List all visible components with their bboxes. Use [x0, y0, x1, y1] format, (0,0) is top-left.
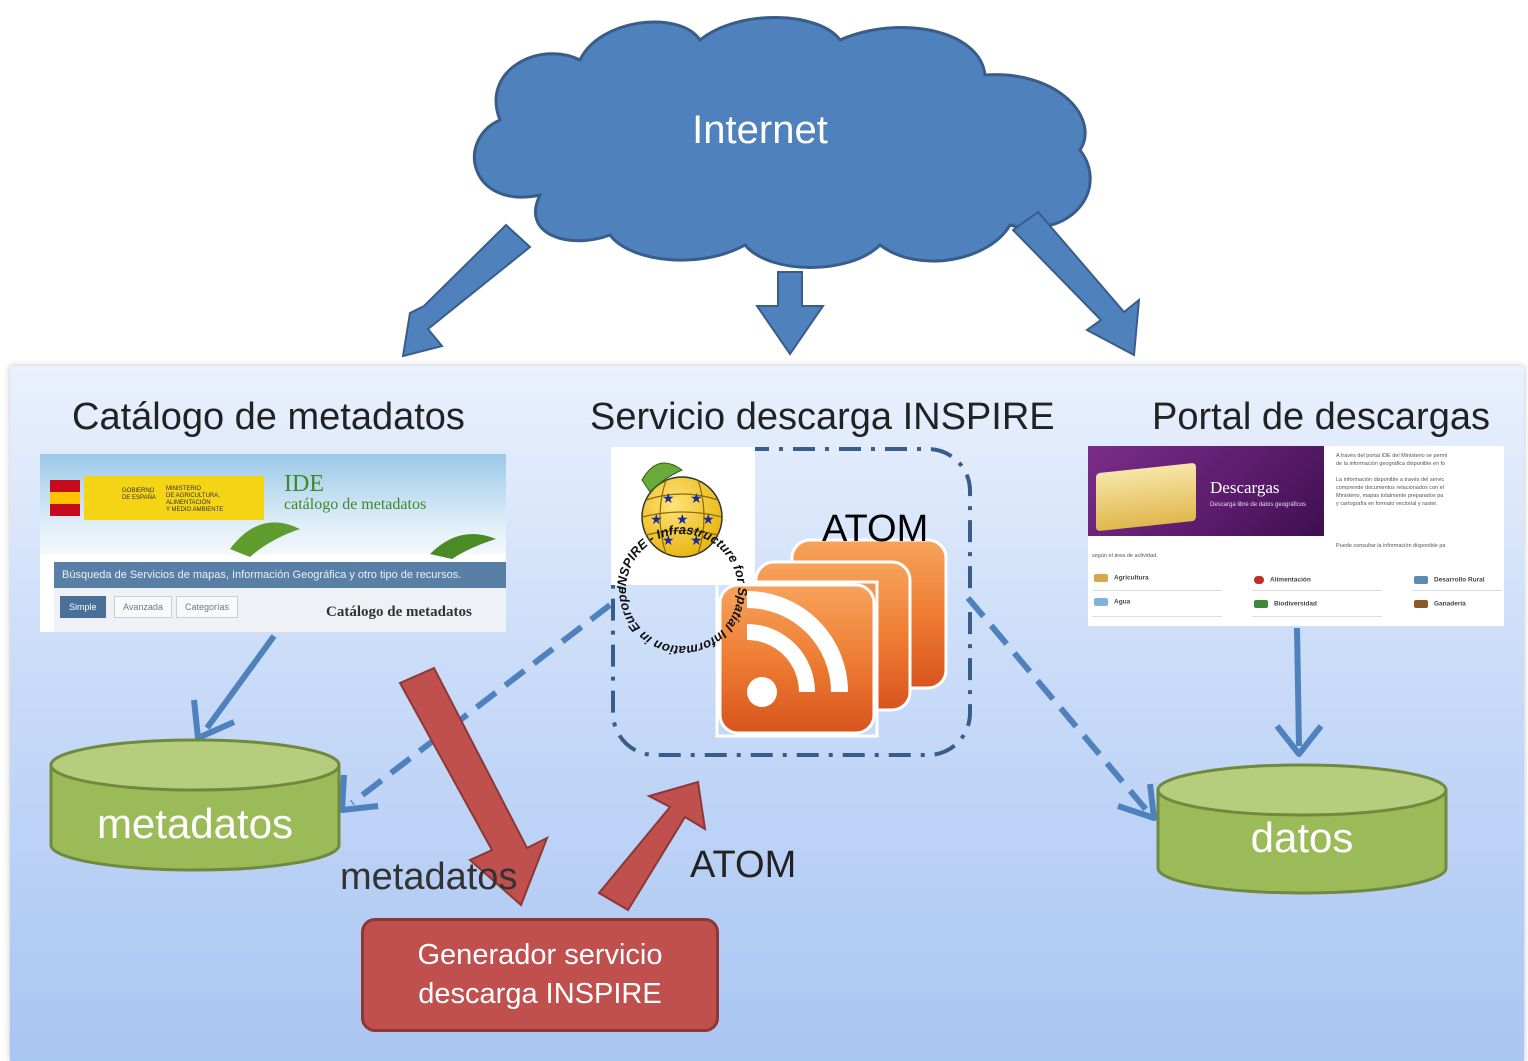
portal-banner-title: Descargas	[1210, 478, 1280, 497]
atom-label-upper: ATOM	[822, 508, 929, 550]
folder-icon	[1096, 462, 1196, 532]
water-icon	[1094, 598, 1108, 606]
portal-text-p1-2: de la información geográfica disponible …	[1336, 461, 1446, 467]
gov-line1: GOBIERNO	[122, 488, 155, 494]
portal-item-ganaderia: Ganadería	[1414, 600, 1466, 608]
portal-item-alimentacion: Alimentación	[1254, 576, 1311, 584]
svg-text:★: ★	[702, 511, 715, 527]
arrow-internet-to-inspire	[755, 271, 825, 356]
rss-feed-icon	[715, 538, 948, 738]
catalog-subtitle: catálogo de metadatos	[284, 496, 427, 513]
svg-text:★: ★	[690, 532, 703, 548]
catalog-tab-area: Simple Avanzada Categorías	[54, 588, 506, 632]
dashed-arrow-inspire-to-datos	[965, 596, 1157, 821]
red-arrow-catalog-to-generator	[398, 666, 549, 907]
atom-label-lower: ATOM	[690, 844, 797, 886]
portal-text-p2-2: comprende documentos relacionados con el	[1336, 485, 1444, 491]
database-datos	[1156, 763, 1448, 895]
arrow-catalog-to-metadatos	[191, 634, 277, 741]
portal-text-p1-1: A través del portal IDE del Ministerio s…	[1336, 453, 1448, 459]
portal-text-p2-4: y cartografía en formato vectorial y ras…	[1336, 501, 1438, 507]
ministry-line3: Y MEDIO AMBIENTE	[166, 507, 224, 513]
tree-icon	[1254, 600, 1268, 608]
ministry-line2: DE AGRICULTURA, ALIMENTACIÓN	[166, 493, 220, 506]
wheat-icon	[1094, 574, 1108, 582]
portal-item-agua: Agua	[1094, 598, 1130, 606]
portal-screenshot: Descargas Descarga libre de datos geográ…	[1088, 446, 1504, 626]
tab-categorias: Categorías	[176, 596, 239, 618]
arrow-internet-to-catalog	[401, 223, 532, 358]
internet-cloud	[473, 16, 1092, 269]
apple-icon	[1254, 576, 1264, 584]
inspire-title: Servicio descarga INSPIRE	[590, 396, 1055, 438]
cow-icon	[1414, 600, 1428, 608]
portal-item-biodiversidad: Biodiversidad	[1254, 600, 1317, 608]
generator-line2: descarga INSPIRE	[418, 978, 662, 1010]
arrow-internet-to-portal	[1011, 210, 1141, 357]
ministry-banner: GOBIERNO DE ESPAÑA MINISTERIO DE AGRICUL…	[84, 476, 264, 520]
dashed-arrow-inspire-to-metadatos	[339, 602, 612, 813]
arrow-portal-to-datos	[1274, 627, 1324, 757]
portal-banner-subtitle: Descarga libre de datos geográficos	[1210, 502, 1307, 508]
portal-text-p3: Puede consultar la información disponibl…	[1336, 543, 1446, 549]
database-metadatos-label: metadatos	[96, 800, 294, 847]
portal-title: Portal de descargas	[1152, 396, 1490, 438]
portal-item-agricultura: Agricultura	[1094, 574, 1149, 582]
database-metadatos	[49, 738, 341, 872]
portal-text-p2-1: La información disponible a través del s…	[1336, 477, 1445, 483]
svg-text:★: ★	[676, 511, 689, 527]
red-arrow-generator-to-inspire	[597, 780, 707, 912]
spain-flag-icon	[50, 480, 80, 516]
tab-simple: Simple	[60, 596, 106, 618]
database-datos-label: datos	[1250, 814, 1354, 861]
internet-label: Internet	[692, 108, 828, 152]
portal-item-desarrollo-rural: Desarrollo Rural	[1414, 576, 1485, 584]
catalog-title: Catálogo de metadatos	[72, 396, 465, 438]
portal-text-p2-3: Ministerio, mapas totalmente preparados …	[1336, 493, 1444, 499]
leaf-decoration-icon	[230, 522, 496, 559]
ministry-line1: MINISTERIO	[166, 486, 202, 492]
generator-box: Generador servicio descarga INSPIRE	[361, 918, 719, 1032]
inspire-logo: ★ ★ ★ ★ ★ ★ ★ INSPIRE - Infrastructure f…	[611, 447, 755, 658]
gov-line2: DE ESPAÑA	[122, 495, 156, 501]
svg-text:★: ★	[662, 532, 675, 548]
generator-line1: Generador servicio	[417, 939, 663, 971]
landscape-icon	[1414, 576, 1428, 584]
tab-avanzada: Avanzada	[114, 596, 172, 618]
catalog-ide-logo: IDE	[284, 471, 324, 497]
catalog-heading: Catálogo de metadatos	[326, 604, 472, 620]
catalog-search-bar: Búsqueda de Servicios de mapas, Informac…	[54, 562, 506, 588]
catalog-screenshot: GOBIERNO DE ESPAÑA MINISTERIO DE AGRICUL…	[40, 454, 506, 632]
svg-text:★: ★	[662, 490, 675, 506]
portal-area-text: según el área de actividad.	[1092, 553, 1158, 559]
svg-text:★: ★	[690, 490, 703, 506]
portal-banner: Descargas Descarga libre de datos geográ…	[1088, 446, 1324, 536]
svg-text:★: ★	[650, 511, 663, 527]
metadatos-flow-label: metadatos	[340, 856, 518, 898]
